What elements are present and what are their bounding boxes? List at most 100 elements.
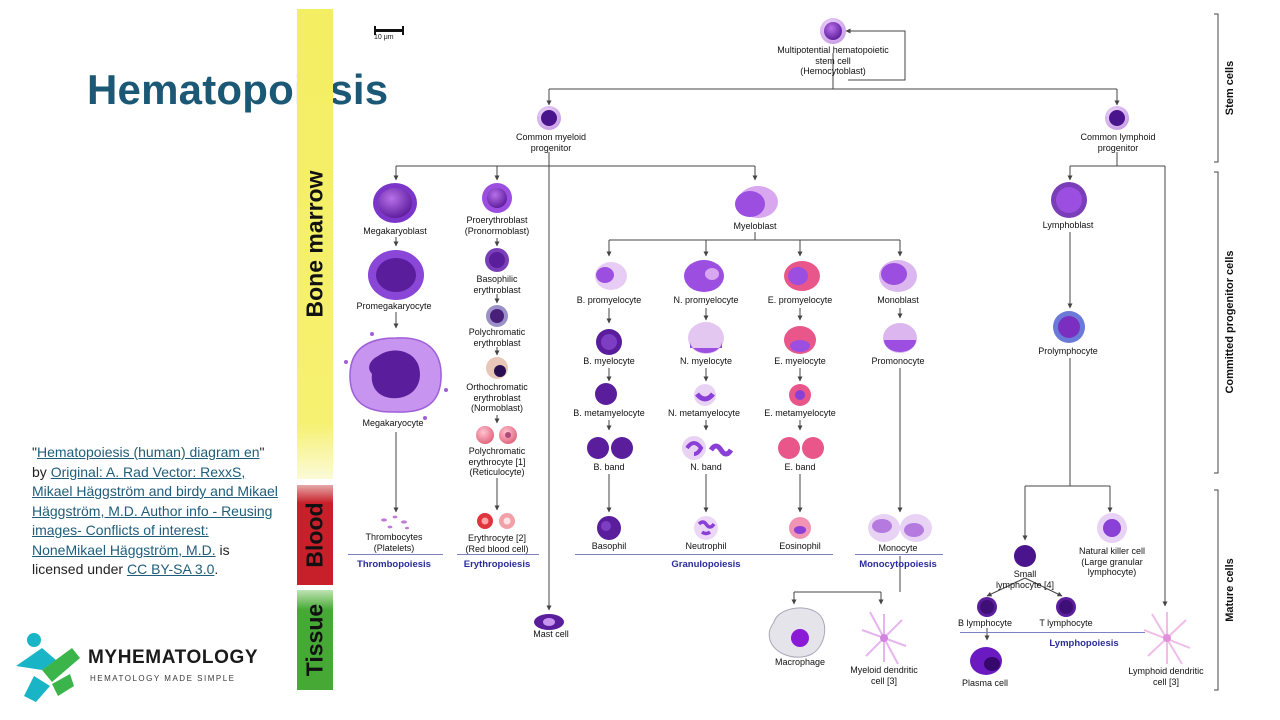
promonocyte-label: Promonocyte [871,356,925,366]
lymphopoiesis-rule [960,632,1145,633]
megakaryocyte-cell [344,332,448,420]
mature-cells-label: Mature cells [1224,558,1236,622]
b-myelocyte-label: B. myelocyte [583,356,635,366]
myeloid-dendritic-cell [861,611,907,665]
granulopoiesis-label: Granulopoiesis [671,559,741,570]
b-metamyelocyte-cell [595,383,617,405]
side-brackets [1214,13,1219,691]
prolymphocyte-cell [1053,311,1085,343]
n-myelocyte-label: N. myelocyte [679,356,733,366]
erythrocyte-label: Erythrocyte [2](Red blood cell) [465,533,529,554]
promegakaryocyte-label: Promegakaryocyte [356,301,432,311]
scale-bar [374,26,404,35]
attr-source-link[interactable]: Hematopoiesis (human) diagram en [36,444,260,460]
t-lymphocyte-cell [1056,597,1076,617]
attr-license-link[interactable]: CC BY-SA 3.0 [126,561,215,577]
lymphoblast-cell [1051,182,1087,218]
attr-quote-open: " [32,444,37,460]
b-lymphocyte-cell [977,597,997,617]
page-title: Hematopoiesis [87,66,389,113]
erythrocyte-cells [477,513,515,529]
proerythroblast-label: Proerythroblast(Pronormoblast) [464,215,530,236]
thrombopoiesis-label: Thrombopoiesis [357,559,431,570]
small-lymphocyte-cell [1014,545,1036,567]
e-band-cells [778,437,824,459]
megakaryocyte-label: Megakaryocyte [362,418,424,428]
myeloblast-label: Myeloblast [733,221,777,231]
n-promyelocyte-cell [684,260,724,292]
n-metamyelocyte-cell [694,384,716,406]
basophil-cell [597,516,621,540]
e-myelocyte-cell [784,326,816,354]
n-band-cells [682,436,734,460]
clp-cell [1105,106,1129,130]
promegakaryocyte-cell [368,250,424,300]
orthochromatic-erythroblast-cell [486,357,508,379]
attribution: "Hematopoiesis (human) diagram en" by Or… [32,443,282,580]
connectors [393,28,1168,641]
thrombocytes-label: Thrombocytes(Platelets) [365,532,423,553]
tissue-band: Tissue [297,590,333,690]
erythropoiesis-rule [457,554,539,555]
promonocyte-cell [883,323,917,353]
monoblast-cell [879,260,917,292]
thrombopoiesis-rule [348,554,443,555]
b-band-label: B. band [593,462,625,472]
lymphoid-dendritic-cell [1143,612,1191,665]
lymphopoiesis-label: Lymphopoiesis [1049,638,1119,649]
e-metamyelocyte-cell [789,384,811,406]
e-band-label: E. band [784,462,816,472]
n-myelocyte-cell [688,322,724,354]
bone-marrow-band: Bone marrow [297,9,333,479]
monocyte-cells [868,514,932,542]
granulopoiesis-rule [575,554,833,555]
mast-cell-label: Mast cell [533,629,569,639]
myeloblast-cell [735,186,778,218]
scale-label: 10 μm [374,34,394,41]
megakaryoblast-label: Megakaryoblast [363,226,427,236]
e-myelocyte-label: E. myelocyte [774,356,826,366]
attr-end: . [214,561,219,577]
myhematology-logo-icon [16,633,80,702]
plasma-cell [970,647,1002,675]
basophil-label: Basophil [591,541,627,551]
e-metamyelocyte-label: E. metamyelocyte [764,408,836,418]
b-lymphocyte-label: B lymphocyte [957,618,1013,628]
lymphoblast-label: Lymphoblast [1042,220,1094,230]
basophilic-erythroblast-cell [485,248,509,272]
t-lymphocyte-label: T lymphocyte [1039,618,1093,628]
monocytopoiesis-rule [855,554,943,555]
macrophage-label: Macrophage [774,657,826,667]
monocytopoiesis-label: Monocytopoiesis [859,559,937,570]
hsc-cell [820,18,846,44]
proerythroblast-cell [482,183,512,213]
monoblast-label: Monoblast [877,295,919,305]
blood-band: Blood [297,485,333,585]
attr-licensed-text: is licensed under [32,541,230,578]
attr-by-text: " by [32,444,265,480]
polychromatic-erythroblast-cell [486,305,508,327]
prolymphocyte-label: Prolymphocyte [1038,346,1098,356]
attr-author-link[interactable]: Original: A. Rad Vector: RexxS, Mikael H… [32,463,278,558]
neutrophil-label: Neutrophil [685,541,727,551]
neutrophil-cell [694,516,718,540]
b-metamyelocyte-label: B. metamyelocyte [573,408,645,418]
reticulocyte-cells [476,426,517,444]
committed-cells-label: Committed progenitor cells [1224,250,1236,394]
monocyte-label: Monocyte [878,543,918,553]
n-metamyelocyte-label: N. metamyelocyte [667,408,741,418]
b-band-cells [587,437,633,459]
megakaryoblast-cell [373,183,417,223]
erythropoiesis-label: Erythropoiesis [463,559,531,570]
b-promyelocyte-label: B. promyelocyte [576,295,642,305]
